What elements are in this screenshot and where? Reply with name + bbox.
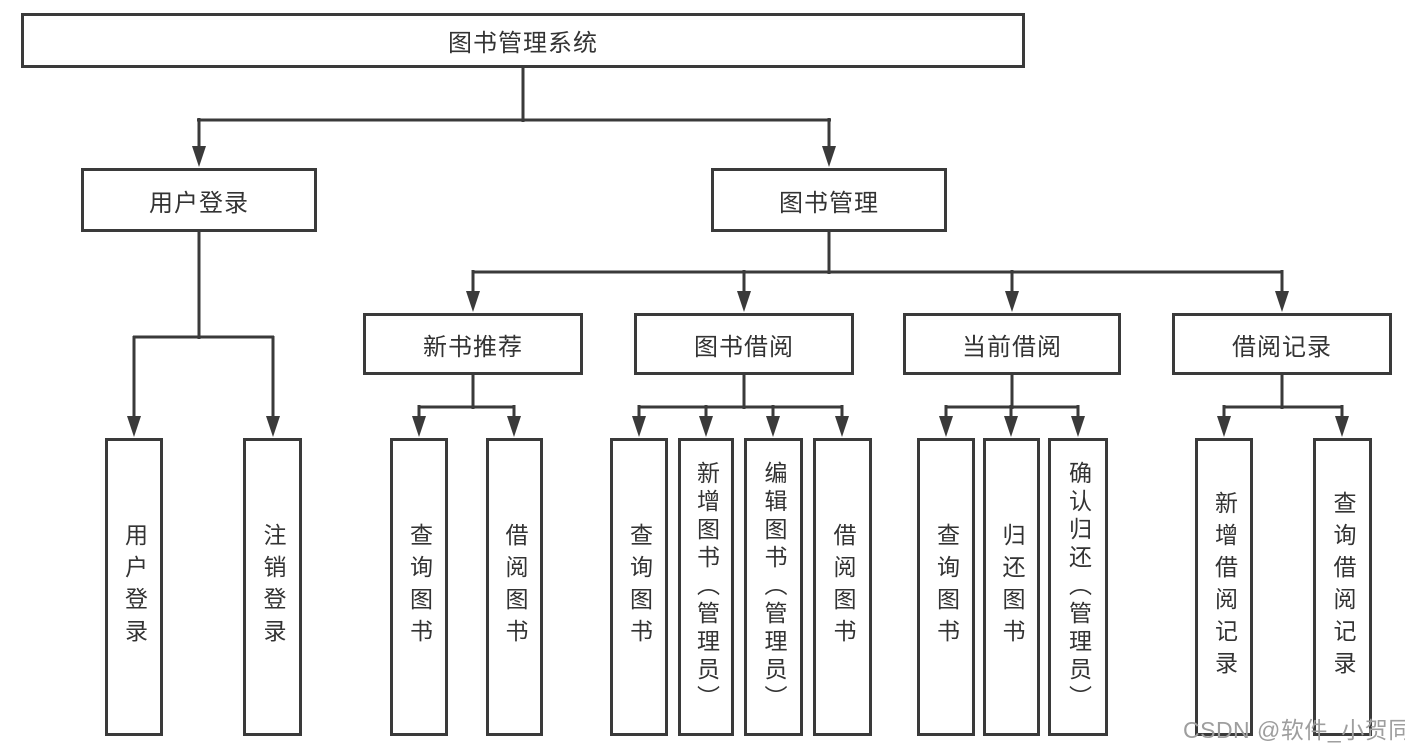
- leaf-query-books-borrow: 查询图书: [610, 438, 668, 736]
- edges-current-borrow-to-leaves: [939, 375, 1085, 437]
- node-label: 当前借阅: [962, 333, 1062, 361]
- leaf-add-books-admin: 新增图书（管理员）: [678, 438, 734, 736]
- leaf-logout: 注销登录: [243, 438, 302, 736]
- node-book-management: 图书管理: [711, 168, 947, 232]
- node-label: 借阅图书: [830, 523, 856, 651]
- node-label: 查询图书: [406, 523, 433, 651]
- node-label: 确认归还（管理员）: [1065, 461, 1092, 713]
- leaf-query-books-recommend: 查询图书: [390, 438, 448, 736]
- node-current-borrow: 当前借阅: [903, 313, 1121, 375]
- node-new-book-recommend: 新书推荐: [363, 313, 583, 375]
- node-label: 查询借阅记录: [1330, 491, 1356, 683]
- arrowhead: [939, 416, 953, 437]
- node-label: 新增借阅记录: [1211, 491, 1238, 683]
- arrowhead: [766, 416, 780, 437]
- node-label: 借阅记录: [1232, 333, 1332, 361]
- leaf-user-login: 用户登录: [105, 438, 163, 736]
- edges-book-management-to-level3: [466, 232, 1289, 312]
- node-library-management-system: 图书管理系统: [21, 13, 1025, 68]
- node-label: 归还图书: [999, 523, 1025, 651]
- arrowhead: [1217, 416, 1231, 437]
- arrowhead: [737, 291, 751, 312]
- edges-root-to-level2: [192, 68, 836, 167]
- edges-borrow-records-to-leaves: [1217, 375, 1349, 437]
- node-user-login: 用户登录: [81, 168, 317, 232]
- arrowhead: [266, 416, 280, 437]
- arrowhead: [1004, 416, 1018, 437]
- node-label: 用户登录: [121, 523, 148, 651]
- node-label: 新增图书（管理员）: [693, 461, 720, 713]
- arrowhead: [822, 146, 836, 167]
- edges-user-login-to-leaves: [127, 232, 280, 437]
- arrowhead: [412, 416, 426, 437]
- arrowhead: [507, 416, 521, 437]
- arrowhead: [1071, 416, 1085, 437]
- leaf-query-books-current: 查询图书: [917, 438, 975, 736]
- arrowhead: [192, 146, 206, 167]
- node-label: 编辑图书（管理员）: [761, 461, 787, 713]
- leaf-query-borrow-record: 查询借阅记录: [1313, 438, 1372, 736]
- node-label: 注销登录: [260, 523, 286, 651]
- node-label: 新书推荐: [423, 333, 523, 361]
- edges-book-borrow-to-leaves: [632, 375, 849, 437]
- arrowhead: [466, 291, 480, 312]
- node-label: 图书管理系统: [448, 30, 598, 57]
- leaf-add-borrow-record: 新增借阅记录: [1195, 438, 1253, 736]
- node-borrow-records: 借阅记录: [1172, 313, 1392, 375]
- node-label: 用户登录: [149, 189, 249, 217]
- arrowhead: [1005, 291, 1019, 312]
- node-book-borrow: 图书借阅: [634, 313, 854, 375]
- node-label: 查询图书: [626, 523, 653, 651]
- arrowhead: [632, 416, 646, 437]
- arrowhead: [835, 416, 849, 437]
- node-label: 借阅图书: [502, 523, 528, 651]
- leaf-borrow-books-recommend: 借阅图书: [486, 438, 543, 736]
- node-label: 图书管理: [779, 189, 879, 217]
- leaf-borrow-books-borrow: 借阅图书: [813, 438, 872, 736]
- leaf-confirm-return-admin: 确认归还（管理员）: [1048, 438, 1108, 736]
- arrowhead: [699, 416, 713, 437]
- arrowhead: [1335, 416, 1349, 437]
- node-label: 图书借阅: [694, 333, 794, 361]
- node-label: 查询图书: [933, 523, 960, 651]
- csdn-watermark: CSDN @软件_小贺同学: [1183, 717, 1405, 743]
- edges-new-book-recommend-to-leaves: [412, 375, 521, 437]
- leaf-edit-books-admin: 编辑图书（管理员）: [744, 438, 803, 736]
- leaf-return-books: 归还图书: [983, 438, 1040, 736]
- arrowhead: [127, 416, 141, 437]
- arrowhead: [1275, 291, 1289, 312]
